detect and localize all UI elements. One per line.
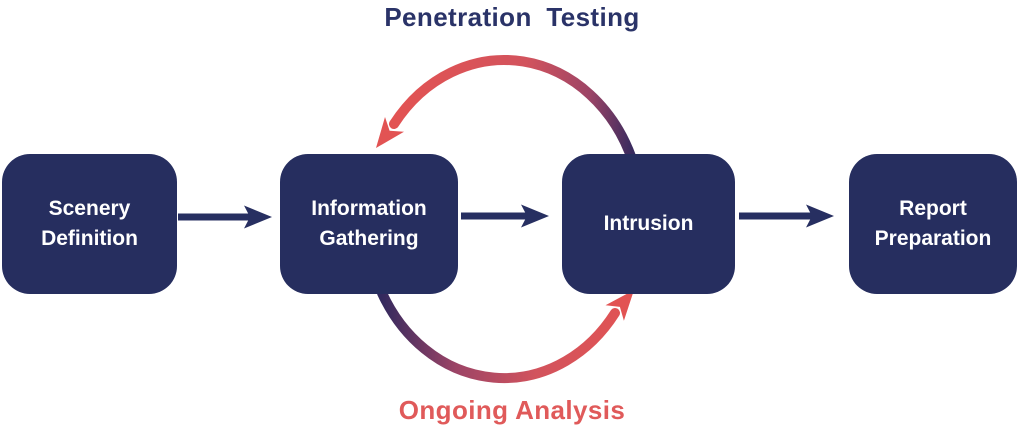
flow-arrow-3-arrowhead-icon [806, 204, 834, 228]
cycle-bottom-arc [377, 288, 620, 384]
flow-arrow-2-arrowhead-icon [521, 204, 549, 228]
process-box-label: Report Preparation [874, 197, 992, 250]
flow-arrow-1-arrowhead-icon [244, 205, 272, 229]
flow-arrow-3 [739, 204, 834, 228]
flow-arrow-2 [461, 204, 549, 228]
diagram-title: Penetration Testing [384, 2, 640, 32]
cycle-bottom-arrowhead-icon [605, 290, 634, 321]
process-box-label: Intrusion [603, 212, 694, 235]
cycle-top-arc [389, 55, 638, 167]
flow-arrow-1 [178, 205, 272, 229]
process-box-scenery-definition: Scenery Definition [2, 154, 177, 294]
process-box-information-gathering: Information Gathering [280, 154, 458, 294]
process-box-intrusion: Intrusion [562, 154, 735, 294]
process-box-label: Information Gathering [311, 197, 427, 250]
process-box-label: Scenery Definition [41, 197, 138, 250]
cycle-label-ongoing-analysis: Ongoing Analysis [398, 395, 626, 425]
cycle-top-arrowhead-icon [376, 117, 404, 148]
process-box-report-preparation: Report Preparation [849, 154, 1017, 294]
